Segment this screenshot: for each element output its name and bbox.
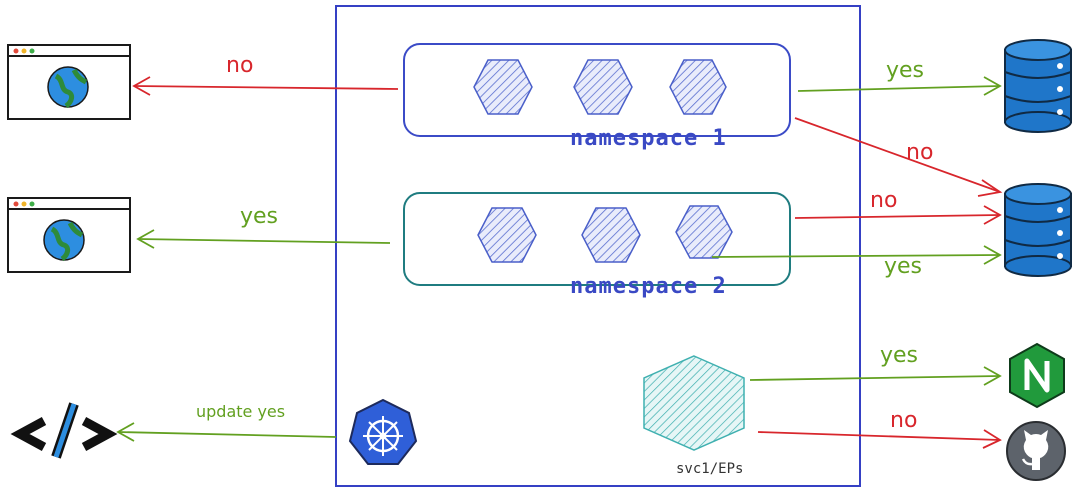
namespace-2-box — [403, 192, 791, 286]
kubernetes-icon — [348, 398, 418, 465]
code-icon — [10, 402, 118, 459]
database-icon — [1004, 183, 1072, 277]
edge-label-ns2-db2-no: no — [870, 188, 898, 213]
service-icon — [643, 355, 745, 451]
edge-ns2-to-web — [136, 229, 391, 249]
browser-icon — [7, 44, 131, 120]
edge-label-svc-nginx-yes: yes — [880, 345, 918, 367]
edge-label-ns1-db2: no — [906, 140, 934, 165]
pod-icon — [581, 207, 641, 263]
cluster-boundary — [335, 5, 861, 487]
namespace-1-box — [403, 43, 791, 137]
pod-icon — [473, 59, 533, 115]
edge-label-ns1-db1: yes — [886, 58, 925, 83]
edge-label-k8s-code: update yes — [196, 402, 286, 421]
edge-svc-to-nginx — [749, 366, 1002, 386]
edge-ns1-to-web — [132, 76, 399, 96]
edge-svc-to-github — [757, 429, 1002, 449]
pod-icon — [669, 59, 727, 115]
pod-icon — [675, 205, 733, 259]
edge-label-ns2-db2-yes: yes — [884, 254, 923, 279]
edge-label-svc-nginx: yes — [880, 343, 919, 368]
github-icon — [1006, 421, 1066, 481]
edge-ns2-to-db2-yes — [711, 245, 1002, 265]
pod-icon — [573, 59, 633, 115]
edge-label-svc-github: no — [890, 408, 918, 433]
edge-label-ns1-web: no — [226, 53, 254, 78]
pod-icon — [477, 207, 537, 263]
namespace-1-label: namespace 1 — [570, 126, 727, 151]
nginx-icon — [1009, 342, 1065, 409]
edge-ns1-to-db2 — [794, 117, 1003, 197]
database-icon — [1004, 39, 1072, 133]
edge-ns1-to-db1 — [797, 76, 1002, 96]
namespace-2-label: namespace 2 — [570, 274, 727, 299]
edge-label-ns2-web: yes — [240, 204, 279, 229]
service-label: svc1/EPs — [676, 461, 744, 477]
browser-icon — [7, 197, 131, 273]
edge-k8s-to-code — [116, 422, 337, 442]
edge-ns2-to-db2-no — [794, 205, 1002, 225]
